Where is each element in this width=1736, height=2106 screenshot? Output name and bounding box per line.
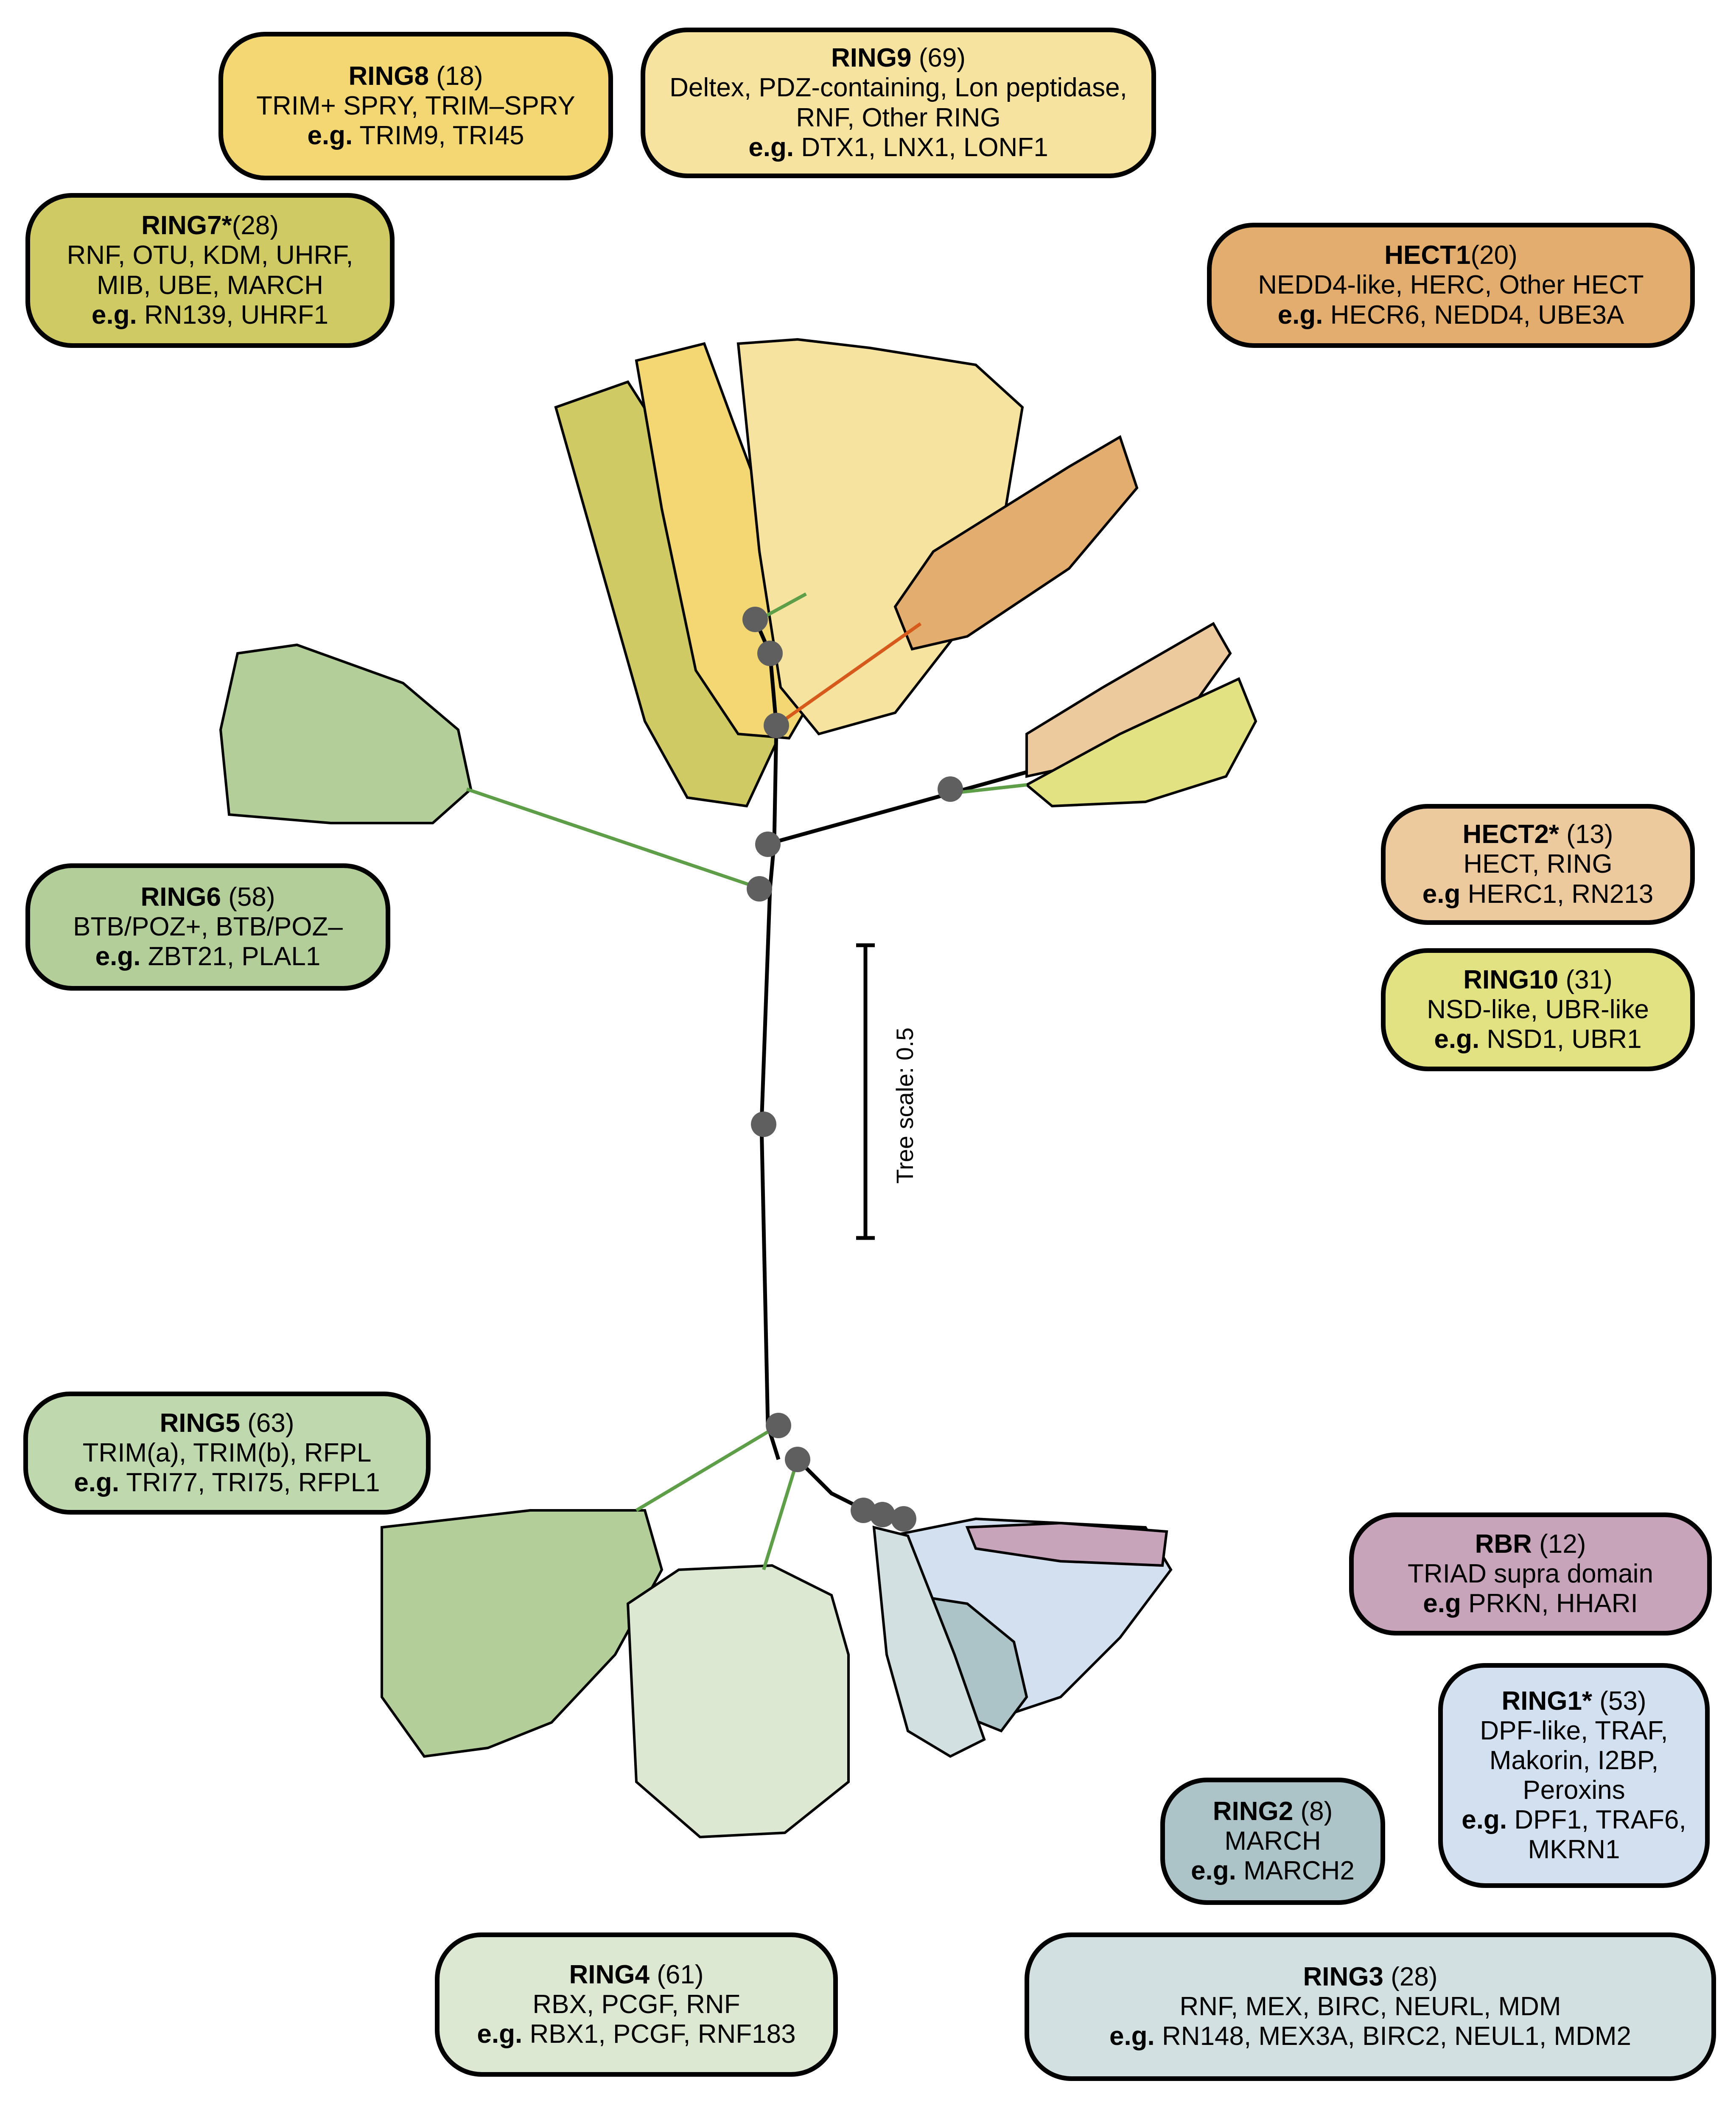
clade-fan-rbr [965,1521,1168,1567]
branch-ring4 [762,1459,799,1571]
clade-label-ring4: RING4 (61) RBX, PCGF, RNF e.g. RBX1, PCG… [435,1932,838,2077]
tree-node [764,713,789,738]
tree-node [747,876,772,902]
tree-node [938,776,963,802]
clade-fan-ring6 [219,643,473,824]
tree-node [851,1498,876,1523]
clade-label-hect2: HECT2* (13) HECT, RING e.g HERC1, RN213 [1381,804,1695,925]
tree-node [785,1447,810,1472]
clade-fan-ring5 [381,1509,664,1758]
branch-ring10 [950,783,1027,795]
clade-label-ring6: RING6 (58) BTB/POZ+, BTB/POZ– e.g. ZBT21… [25,863,390,991]
clade-label-ring9: RING9 (69) Deltex, PDZ-containing, Lon p… [641,28,1156,178]
branch-ring9 [759,592,807,621]
clade-fan-ring10 [1024,677,1257,808]
branch-ring5 [635,1424,780,1512]
clade-fan-ring4 [626,1564,850,1839]
branch-ring6 [466,787,762,891]
tree-node [891,1506,916,1532]
tree-node [766,1413,791,1438]
tree-node [870,1502,895,1527]
tree-node [742,607,768,632]
tree-node [757,641,783,666]
clade-label-ring2: RING2 (8) MARCH e.g. MARCH2 [1160,1778,1385,1905]
clade-label-ring7: RING7*(28) RNF, OTU, KDM, UHRF, MIB, UBE… [25,193,395,348]
tree-node [755,832,781,857]
clade-label-ring3: RING3 (28) RNF, MEX, BIRC, NEURL, MDM e.… [1025,1932,1716,2081]
clade-fan-ring3 [872,1526,986,1758]
clade-fan-hect1 [893,435,1139,651]
branch-hect1 [775,622,922,727]
clade-fan-hect2 [1025,622,1232,778]
clade-label-ring1: RING1* (53) DPF-like, TRAF, Makorin, I2B… [1438,1663,1710,1888]
clade-label-ring8: RING8 (18) TRIM+ SPRY, TRIM–SPRY e.g. TR… [218,32,613,180]
branch-hect2-ring10 [773,770,1028,844]
tree-node [751,1112,776,1137]
clade-label-ring5: RING5 (63) TRIM(a), TRIM(b), RFPL e.g. T… [23,1392,431,1515]
clade-label-rbr: RBR (12) TRIAD supra domain e.g PRKN, HH… [1349,1512,1712,1636]
clade-label-hect1: HECT1(20) NEDD4-like, HERC, Other HECT e… [1207,223,1695,348]
tree-scale-label: Tree scale: 0.5 [891,1027,918,1184]
clade-label-ring10: RING10 (31) NSD-like, UBR-like e.g. NSD1… [1381,948,1695,1071]
